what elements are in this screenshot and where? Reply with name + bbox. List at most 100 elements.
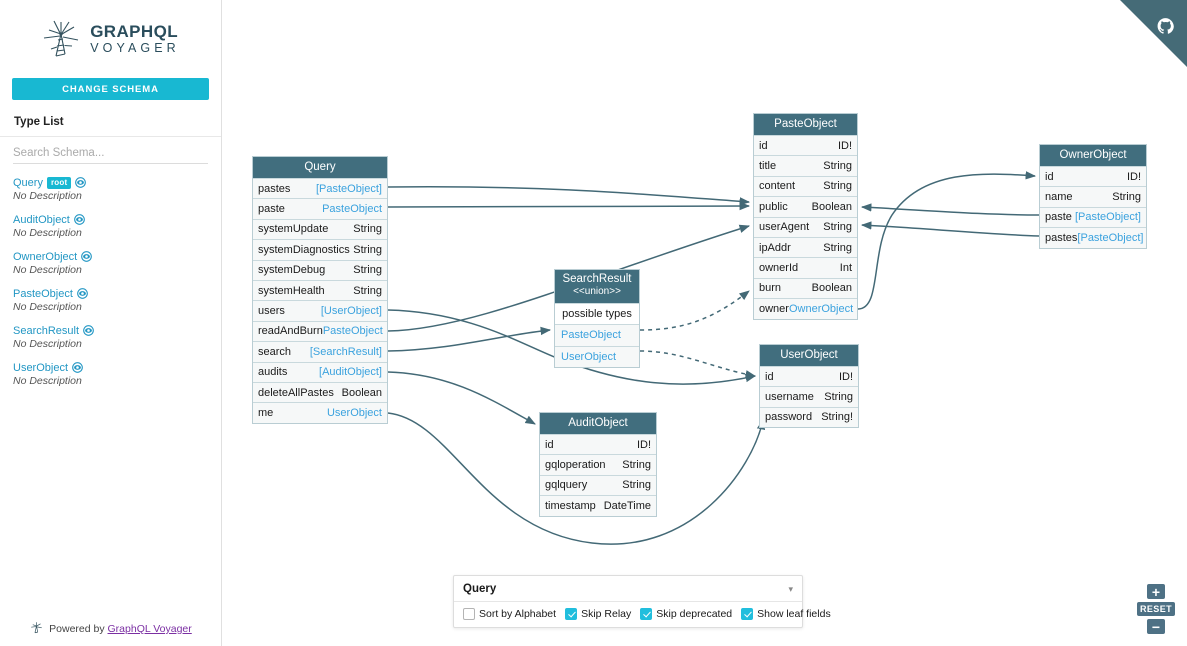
field-name: userAgent xyxy=(759,221,810,234)
option-show-leaf-fields[interactable]: Show leaf fields xyxy=(741,608,831,620)
checkbox-icon[interactable] xyxy=(565,608,578,620)
field-type[interactable]: [AuditObject] xyxy=(319,366,382,379)
eye-icon[interactable] xyxy=(81,251,93,262)
checkbox-icon[interactable] xyxy=(741,608,754,620)
type-link[interactable]: Query xyxy=(13,176,43,189)
zoom-out-button[interactable]: − xyxy=(1147,619,1165,634)
eye-icon[interactable] xyxy=(83,325,94,336)
eye-icon[interactable] xyxy=(75,177,87,188)
union-member[interactable]: PasteObject xyxy=(555,324,639,346)
zoom-reset-button[interactable]: RESET xyxy=(1137,602,1175,616)
field-type[interactable]: [PasteObject] xyxy=(315,182,382,195)
type-description: No Description xyxy=(13,375,82,387)
zoom-in-button[interactable]: + xyxy=(1147,584,1165,599)
eye-icon[interactable] xyxy=(77,288,88,299)
field-type[interactable]: OwnerObject xyxy=(788,302,854,315)
type-link[interactable]: UserObject xyxy=(13,361,69,374)
option-label: Sort by Alphabet xyxy=(479,608,557,620)
option-skip-relay[interactable]: Skip Relay xyxy=(565,608,631,620)
node-field[interactable]: me UserObject xyxy=(253,402,387,423)
node-field[interactable]: search[SearchResult] xyxy=(253,341,387,362)
field-type[interactable]: PasteObject xyxy=(322,325,383,338)
field-name: me xyxy=(258,406,274,419)
type-link[interactable]: PasteObject xyxy=(13,287,73,300)
union-member[interactable]: UserObject xyxy=(555,345,639,368)
eye-icon[interactable] xyxy=(72,362,83,373)
field-type: ID! xyxy=(636,438,651,451)
checkbox-icon[interactable] xyxy=(640,608,653,620)
logo-line-1: GRAPHQL xyxy=(90,22,178,42)
field-name: id xyxy=(1045,170,1054,183)
option-skip-deprecated[interactable]: Skip deprecated xyxy=(640,608,732,620)
type-link[interactable]: SearchResult xyxy=(13,324,80,337)
github-corner-ribbon[interactable] xyxy=(1120,0,1187,67)
field-type[interactable]: [SearchResult] xyxy=(309,345,382,358)
node-field[interactable]: paste[PasteObject] xyxy=(1040,206,1146,228)
option-label: Show leaf fields xyxy=(757,608,831,620)
graphql-voyager-link[interactable]: GraphQL Voyager xyxy=(107,623,192,635)
node-field[interactable]: users[UserObject] xyxy=(253,300,387,321)
edge-query-paste xyxy=(387,201,751,211)
checkbox-icon[interactable] xyxy=(463,608,475,620)
node-field[interactable]: audits[AuditObject] xyxy=(253,361,387,382)
type-link[interactable]: OwnerObject xyxy=(13,250,78,263)
field-type[interactable]: [PasteObject] xyxy=(1077,231,1144,244)
field-type[interactable]: [UserObject] xyxy=(320,305,382,318)
change-schema-button[interactable]: CHANGE SCHEMA xyxy=(12,78,209,100)
field-type[interactable]: [PasteObject] xyxy=(1074,211,1141,224)
search-input[interactable] xyxy=(13,145,208,164)
root-type-value: Query xyxy=(463,583,497,595)
field-type[interactable]: UserObject xyxy=(326,406,382,419)
edge-query-audits xyxy=(387,371,536,425)
option-label: Skip deprecated xyxy=(656,608,733,620)
type-link[interactable]: AuditObject xyxy=(13,213,70,226)
field-type: Boolean xyxy=(811,200,852,213)
root-type-select[interactable]: Query ▾ xyxy=(454,576,802,602)
option-sort-by-alphabet[interactable]: Sort by Alphabet xyxy=(463,608,556,620)
field-type: Int xyxy=(839,262,852,275)
field-type[interactable]: PasteObject xyxy=(322,203,382,216)
edge-ownerobject-paste xyxy=(860,203,1040,216)
node-field[interactable]: pastes[PasteObject] xyxy=(1040,227,1146,248)
eye-icon[interactable] xyxy=(74,214,85,225)
type-row: SearchResult xyxy=(13,324,221,337)
type-description: No Description xyxy=(13,264,82,276)
node-field[interactable]: pastes[PasteObject] xyxy=(253,178,387,199)
chevron-down-icon: ▾ xyxy=(788,583,793,594)
type-description: No Description xyxy=(13,338,82,350)
